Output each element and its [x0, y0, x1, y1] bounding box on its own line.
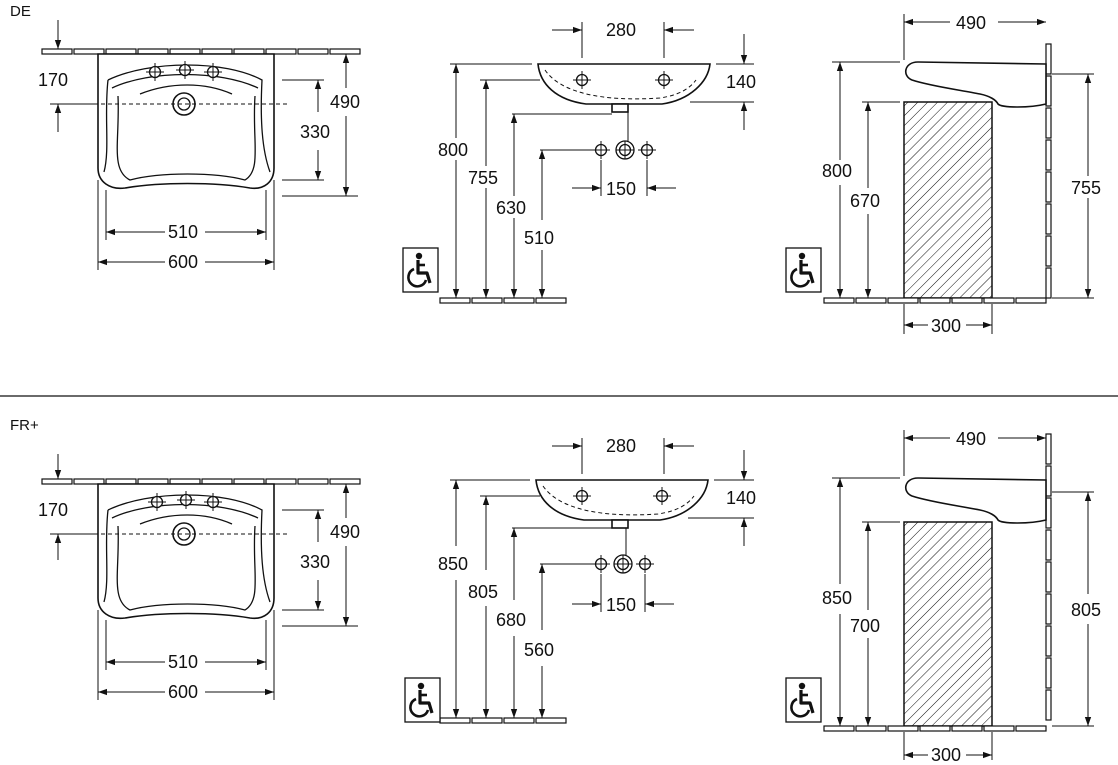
wall-tiles: [41, 478, 361, 485]
side-dim-300: 300: [931, 745, 961, 765]
top-dim-330: 330: [300, 552, 330, 572]
front-dim-280: 280: [606, 436, 636, 456]
wheelchair-accessible-icon: [401, 246, 440, 294]
side-dim-490: 490: [956, 13, 986, 33]
top-dim-600: 600: [168, 252, 198, 272]
knee-space-hatch: [903, 101, 993, 299]
front-h-outlet: 630: [496, 198, 526, 218]
wheelchair-accessible-icon: [403, 676, 442, 724]
wheelchair-accessible-icon: [784, 676, 823, 724]
wall-tiles: [41, 48, 361, 55]
side-floor-tiles: [823, 297, 1047, 304]
front-h-outlet: 680: [496, 610, 526, 630]
basin-top-outline: [97, 53, 275, 190]
knee-space-hatch: [903, 521, 993, 727]
side-h-total: 850: [822, 588, 852, 608]
front-dim-280: 280: [606, 20, 636, 40]
top-dim-490: 490: [330, 522, 360, 542]
top-view: 170 330 490 510 600: [38, 454, 361, 702]
front-h-total: 850: [438, 554, 468, 574]
front-dim-150: 150: [606, 595, 636, 615]
top-dim-490: 490: [330, 92, 360, 112]
drain-icon: [172, 92, 196, 116]
top-dim-330: 330: [300, 122, 330, 142]
side-dim-490: 490: [956, 429, 986, 449]
variant-fr: FR+: [10, 417, 1112, 765]
side-wall-tiles: [1045, 43, 1052, 299]
top-dim-170: 170: [38, 500, 68, 520]
side-h-total: 800: [822, 161, 852, 181]
drain-icon: [172, 522, 196, 546]
variant-de: DE: [10, 3, 1112, 336]
top-dim-510: 510: [168, 222, 198, 242]
wheelchair-accessible-icon: [784, 246, 823, 294]
side-h-rim: 805: [1071, 600, 1101, 620]
basin-top-outline: [97, 483, 275, 620]
floor-tiles: [439, 717, 567, 724]
side-wall-tiles: [1045, 433, 1052, 721]
wall-tap-right-icon: [635, 554, 655, 574]
side-dim-300: 300: [931, 316, 961, 336]
side-view: 490 800 670 755: [784, 13, 1112, 336]
basin-front-outline: [535, 479, 709, 521]
wall-tap-right-icon: [637, 140, 657, 160]
top-dim-600: 600: [168, 682, 198, 702]
front-h-tap: 560: [524, 640, 554, 660]
front-dim-140: 140: [726, 488, 756, 508]
variant-label: FR+: [10, 417, 39, 434]
front-view: 280 140 150: [403, 436, 756, 724]
front-dim-150: 150: [606, 179, 636, 199]
floor-tiles: [439, 297, 567, 304]
variant-label: DE: [10, 3, 31, 20]
top-dim-170: 170: [38, 70, 68, 90]
front-view: 280 140 150: [401, 20, 756, 304]
front-h-total: 800: [438, 140, 468, 160]
side-view: 490 850 700 805: [784, 429, 1112, 765]
side-h-under: 670: [850, 191, 880, 211]
front-dim-140: 140: [726, 72, 756, 92]
basin-front-outline: [537, 63, 711, 105]
front-h-rim: 755: [468, 168, 498, 188]
side-floor-tiles: [823, 725, 1047, 732]
side-h-under: 700: [850, 616, 880, 636]
front-h-rim: 805: [468, 582, 498, 602]
side-h-rim: 755: [1071, 178, 1101, 198]
top-dim-510: 510: [168, 652, 198, 672]
front-h-tap: 510: [524, 228, 554, 248]
basin-side-profile: [905, 61, 1047, 108]
top-view: 170 330 490 510 600: [38, 20, 361, 272]
basin-side-profile: [905, 477, 1047, 524]
